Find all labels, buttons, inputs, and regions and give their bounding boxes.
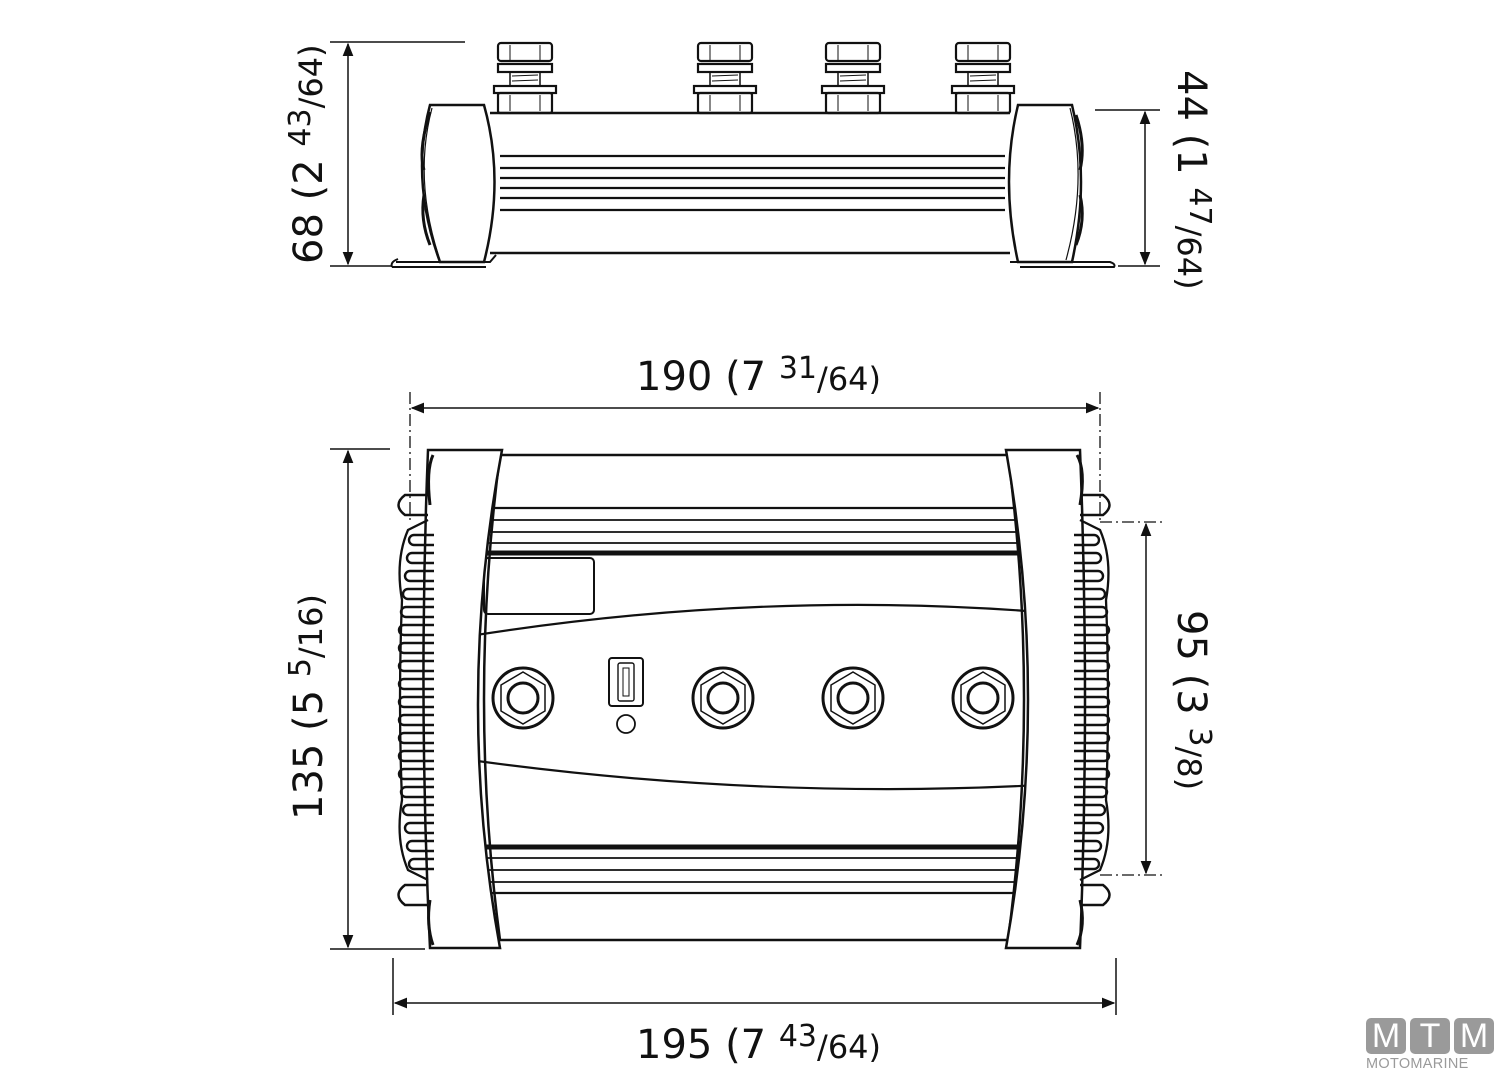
led-indicator-icon	[616, 714, 636, 734]
terminal-nut-3	[821, 666, 885, 730]
side-terminal-4	[950, 41, 1016, 115]
watermark-text: MOTOMARINE	[1366, 1056, 1469, 1072]
side-ribs	[500, 154, 1005, 212]
dim-label-overall-height: 68 (2 43/64)	[283, 44, 332, 264]
terminal-nut-2	[691, 666, 755, 730]
side-terminal-2	[692, 41, 758, 115]
fuse-icon	[608, 657, 644, 707]
side-view	[390, 41, 1116, 268]
watermark-letter: M	[1454, 1017, 1494, 1055]
center-lines	[409, 392, 1162, 876]
dim-label-overall-width: 195 (7 43/64)	[636, 1019, 881, 1068]
watermark-letters: M T M	[1366, 1017, 1496, 1055]
top-ribs-upper	[483, 506, 1027, 556]
svg-text:44 (1 47/64): 44 (1 47/64)	[1168, 70, 1217, 290]
watermark-letter: M	[1366, 1017, 1406, 1055]
top-ribs-lower	[483, 844, 1027, 895]
side-left-endcap	[390, 103, 497, 268]
watermark-logo: M T M MOTOMARINE	[1366, 1017, 1496, 1078]
side-terminal-3	[820, 41, 886, 115]
svg-text:135 (5 5/16): 135 (5 5/16)	[283, 594, 332, 820]
top-dimension-lines	[330, 402, 1152, 1015]
dim-label-body-height: 44 (1 47/64)	[1168, 70, 1217, 290]
dim-label-mounting-width: 190 (7 31/64)	[636, 351, 881, 400]
top-right-endcap	[1004, 448, 1111, 950]
side-terminal-1	[492, 41, 558, 115]
svg-text:68 (2 43/64): 68 (2 43/64)	[283, 44, 332, 264]
watermark-letter: T	[1410, 1017, 1450, 1055]
top-left-endcap	[397, 448, 504, 950]
terminal-nut-4	[951, 666, 1015, 730]
label-plate	[483, 557, 595, 615]
side-right-endcap	[1007, 103, 1116, 268]
top-view	[397, 448, 1111, 950]
svg-text:95 (3 3/8): 95 (3 3/8)	[1168, 610, 1217, 790]
side-dimension-lines	[330, 41, 1160, 267]
dim-label-mounting-depth: 95 (3 3/8)	[1168, 610, 1217, 790]
terminal-nut-1	[491, 666, 555, 730]
dim-label-overall-depth: 135 (5 5/16)	[283, 594, 332, 820]
